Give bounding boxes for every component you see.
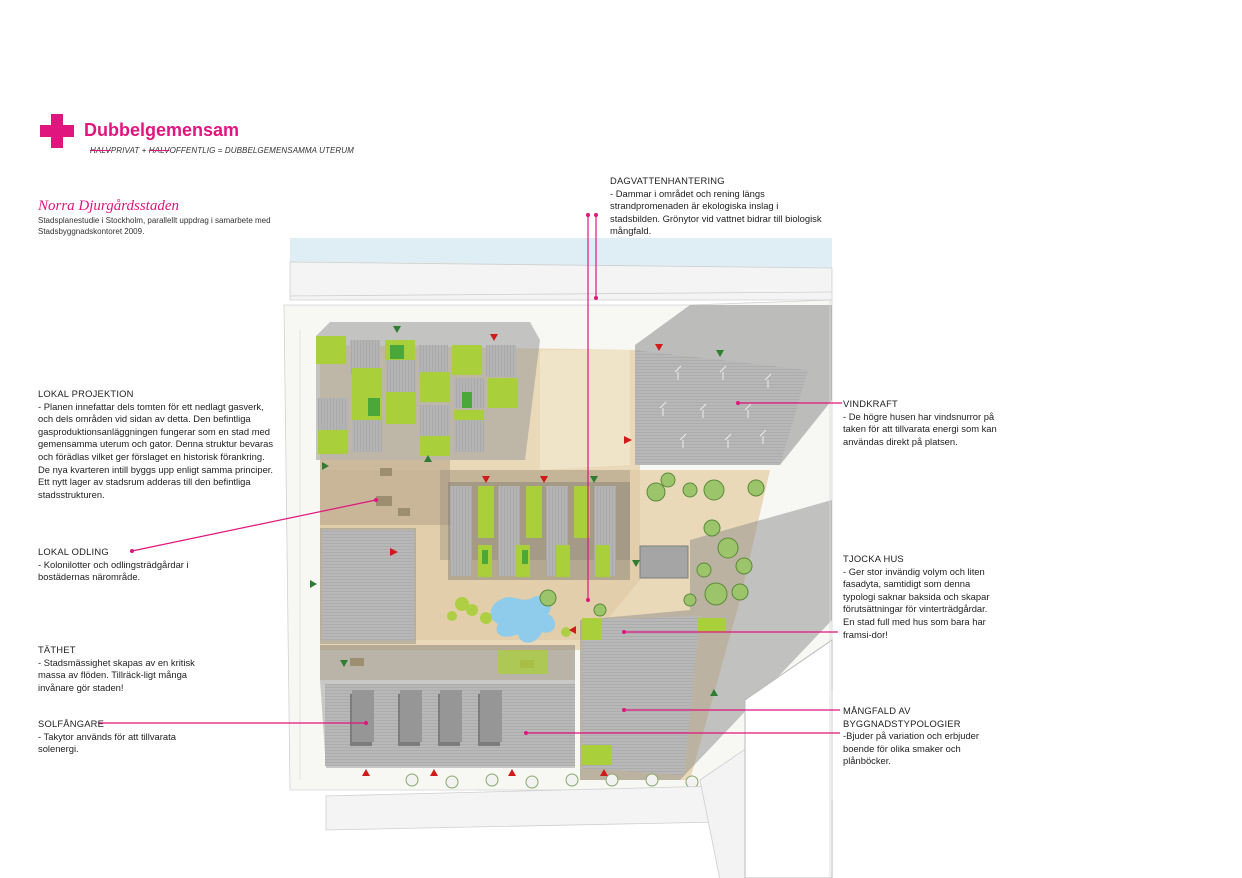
page-subtitle: HALVPRIVAT + HALVOFFENTLIG = DUBBELGEMEN… (90, 146, 354, 155)
note-lokal-odling: LOKAL ODLING - Kolonilotter och odlingst… (38, 546, 198, 584)
note-heading: VINDKRAFT (843, 398, 898, 409)
project-description: Stadsplanestudie i Stockholm, parallellt… (38, 216, 271, 236)
note-dagvatten: DAGVATTENHANTERING - Dammar i området oc… (610, 175, 825, 238)
note-text: -Bjuder på variation och erbjuder boende… (843, 730, 980, 767)
subtitle-strike-1: HALV (90, 146, 111, 155)
note-heading: SOLFÅNGARE (38, 718, 105, 729)
note-text: - Dammar i området och rening längs stra… (610, 187, 822, 237)
note-lokal-projektion: LOKAL PROJEKTION - Planen innefattar del… (38, 388, 276, 501)
note-mangfald: MÅNGFALD AV BYGGNADSTYPOLOGIER -Bjuder p… (843, 705, 1003, 768)
note-vindkraft: VINDKRAFT - De högre husen har vindsnurr… (843, 398, 1003, 448)
note-text: - Ger stor invändig volym och liten fasa… (843, 565, 990, 640)
block-west (320, 528, 416, 644)
block-northwest (316, 322, 540, 460)
note-tjocka-hus: TJOCKA HUS - Ger stor invändig volym och… (843, 553, 1001, 641)
note-heading: DAGVATTENHANTERING (610, 175, 725, 186)
subtitle-part-2: OFFENTLIG = DUBBELGEMENSAMMA UTERUM (169, 146, 354, 155)
note-heading: LOKAL ODLING (38, 546, 109, 557)
note-tathet: TÄTHET - Stadsmässighet skapas av en kri… (38, 644, 198, 694)
note-solfangare: SOLFÅNGARE - Takytor används för att til… (38, 718, 208, 756)
note-text: - Takytor används för att tillvarata sol… (38, 730, 176, 755)
block-central (448, 482, 630, 580)
note-heading: TÄTHET (38, 644, 76, 655)
note-text: - Planen innefattar dels tomten för ett … (38, 400, 274, 500)
note-heading: TJOCKA HUS (843, 553, 904, 564)
project-name: Norra Djurgårdsstaden (38, 198, 179, 214)
subtitle-part-1: PRIVAT + (110, 146, 149, 155)
subtitle-strike-2: HALV (148, 146, 170, 155)
plus-icon (40, 114, 74, 148)
note-heading: LOKAL PROJEKTION (38, 388, 134, 399)
block-northeast-wind (635, 305, 832, 465)
page-title: Dubbelgemensam (84, 120, 240, 140)
note-heading: MÅNGFALD AV BYGGNADSTYPOLOGIER (843, 705, 961, 729)
note-text: - Kolonilotter och odlingsträdgårdar i b… (38, 558, 189, 583)
small-building (639, 545, 689, 579)
note-text: - Stadsmässighet skapas av en kritisk ma… (38, 656, 195, 693)
block-south-solar (320, 680, 575, 768)
note-text: - De högre husen har vindsnurror på take… (843, 410, 997, 447)
pond (490, 595, 556, 643)
